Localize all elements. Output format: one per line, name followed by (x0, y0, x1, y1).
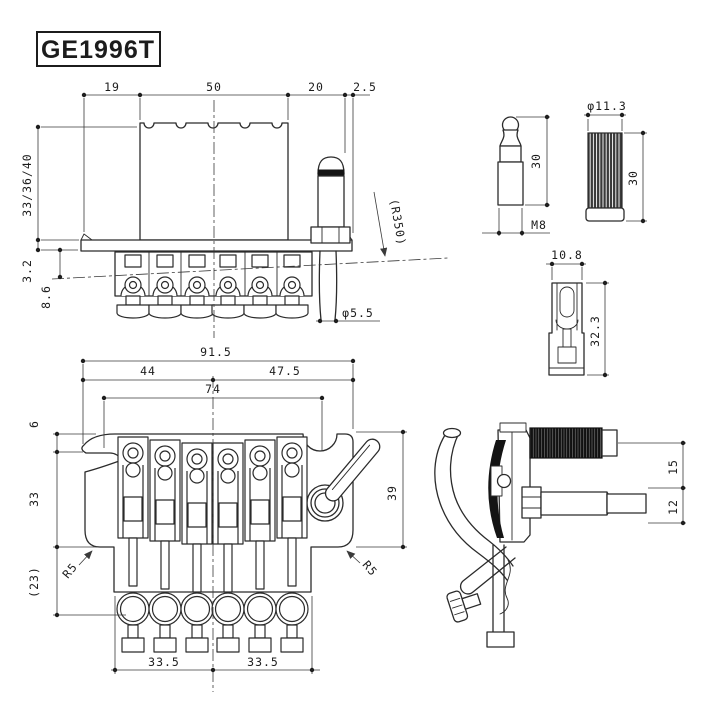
arm-rod-plan (324, 438, 381, 502)
bushing-dimensions: φ11.3 30 (584, 99, 647, 224)
fine-tuner-plan-3 (180, 592, 214, 653)
dim-knob-height: 15 (666, 459, 680, 475)
dim-left-span: 44 (140, 364, 156, 378)
stud-neck (499, 129, 522, 147)
lock-bolt-shaft (540, 491, 608, 516)
arm-socket-band (317, 169, 345, 177)
bushing-knurled-body (587, 132, 623, 209)
dim-r350: (R350) (387, 198, 409, 247)
dim-50: 50 (206, 80, 222, 94)
dim-fillet-left: R5 (59, 560, 80, 581)
dim-body-depth: 33 (27, 491, 41, 507)
fine-tuner-knob-cap (601, 429, 618, 457)
arm-side-view: 15 12 (434, 422, 686, 648)
saddle-plan-6 (276, 436, 308, 587)
plan-view: 91.5 44 47.5 74 6 33 (23) 39 (27, 345, 407, 692)
insert-block-foot (557, 346, 577, 364)
arm-inner-curve (449, 432, 514, 567)
saddle-top-clamp (499, 422, 527, 433)
dim-bushing-dia: φ11.3 (587, 99, 627, 113)
fine-tuner-front-1 (116, 295, 150, 319)
insert-slot (559, 286, 575, 318)
fine-tuner-front-2 (148, 295, 182, 319)
dim-heights: 33/36/40 (20, 153, 34, 216)
insert-dimensions: 10.8 32.3 (546, 248, 609, 378)
base-plate-plan (81, 433, 354, 593)
dim-edge-step: 6 (27, 420, 41, 428)
dim-tail-depth: (23) (27, 566, 41, 598)
dim-3-2: 3.2 (20, 259, 34, 283)
fine-tuner-front-6 (275, 295, 309, 319)
title-block: GE1996T (36, 31, 161, 67)
dim-stud-length: 30 (529, 153, 543, 169)
dim-stud-thread: M8 (531, 218, 547, 232)
fine-tuner-plan-5 (243, 592, 277, 653)
block-foot (486, 631, 515, 648)
dim-20: 20 (308, 80, 324, 94)
dim-overall: 91.5 (200, 345, 232, 359)
front-view: 19 50 20 2.5 33/36/40 3.2 8.6 (R350) φ5.… (20, 80, 449, 338)
dim-right-span: 47.5 (269, 364, 301, 378)
dim-shaft-height: 12 (666, 499, 680, 515)
base-plate-front (80, 239, 353, 252)
bushing-flange (585, 207, 625, 222)
front-view-dimensions: 19 50 20 2.5 33/36/40 3.2 8.6 (R350) φ5.… (20, 80, 409, 324)
lock-bolt-hex (521, 486, 542, 519)
drawing-title: GE1996T (41, 36, 155, 64)
saddle-plan-5 (244, 439, 276, 590)
arm-tip-cap (442, 427, 462, 439)
dim-arm-dia: φ5.5 (342, 306, 374, 320)
fine-tuner-plan-1 (116, 592, 150, 653)
lock-bolt-end (606, 493, 647, 514)
bushing-view: φ11.3 30 (584, 99, 647, 224)
pivot-screw (496, 473, 512, 489)
dim-stud-spacing: 74 (205, 382, 221, 396)
fine-tuner-plan-6 (275, 592, 309, 653)
arm-rod-front (318, 250, 338, 321)
fine-tuner-front-3 (180, 295, 214, 319)
dim-side-depth: 39 (385, 485, 399, 501)
arm-socket-nut (310, 226, 351, 244)
fine-tuner-front-5 (243, 295, 277, 319)
dim-8-6: 8.6 (39, 285, 53, 309)
insert-stem (562, 328, 572, 348)
dim-bushing-length: 30 (626, 170, 640, 186)
dim-19: 19 (104, 80, 120, 94)
arm-thumbscrew (446, 590, 482, 623)
bridge-body-front (139, 122, 289, 241)
base-plate-left-lip (80, 233, 93, 241)
fine-tuner-front-4 (211, 295, 245, 319)
saddle-plan-3 (181, 442, 213, 593)
dim-insert-width: 10.8 (551, 248, 583, 262)
dim-2-5: 2.5 (353, 80, 377, 94)
dim-half-left: 33.5 (148, 655, 180, 669)
arm-side-dimensions: 15 12 (618, 440, 686, 526)
arm-end-tube (459, 546, 516, 595)
fine-tuner-knob (529, 427, 603, 459)
dim-half-right: 33.5 (247, 655, 279, 669)
stud-body (497, 161, 524, 206)
stud-dimensions: 30 M8 (482, 114, 550, 236)
saddle-plan-2 (149, 439, 181, 590)
stud-view: 30 M8 (482, 114, 550, 236)
dim-fillet-right: R5 (360, 558, 381, 579)
arm-socket-body (317, 175, 345, 228)
dim-insert-length: 32.3 (588, 315, 602, 347)
string-radius-line (51, 257, 449, 280)
saddle-plan-1 (117, 436, 149, 587)
fine-tuner-plan-2 (148, 592, 182, 653)
stud-collar (499, 145, 522, 163)
insert-view: 10.8 32.3 (546, 248, 609, 378)
fine-tuner-plan-4 (211, 592, 245, 653)
saddle-plan-4 (212, 442, 244, 593)
